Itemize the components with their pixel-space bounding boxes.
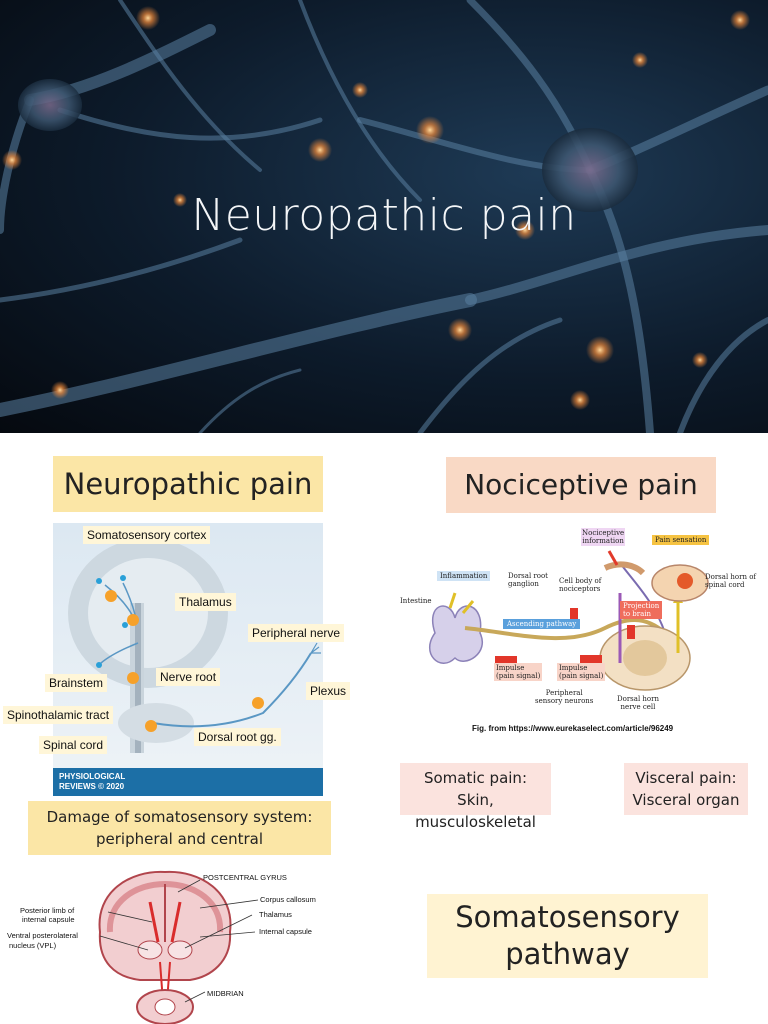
neuron-illustration xyxy=(0,0,768,433)
nociceptive-diagram: Nociceptive information Pain sensation I… xyxy=(395,523,760,723)
visceral-pain-box: Visceral pain: Visceral organ xyxy=(624,763,748,815)
label-inflammation: Inflammation xyxy=(437,571,491,581)
damage-box: Damage of somatosensory system: peripher… xyxy=(28,801,331,855)
brain-section-diagram: POSTCENTRAL GYRUS Corpus callosum Thalam… xyxy=(0,862,340,1024)
label-brain-thalamus: Thalamus xyxy=(259,910,292,919)
label-cell-body: Cell body of nociceptors xyxy=(559,577,602,593)
neuropathic-diagram: Somatosensory cortex Thalamus Peripheral… xyxy=(3,523,351,796)
label-brainstem: Brainstem xyxy=(45,674,108,692)
label-posterior-limb-1: Posterior limb of xyxy=(20,906,75,915)
label-internal-capsule: Internal capsule xyxy=(259,927,312,936)
label-dorsal-horn-cell: Dorsal horn nerve cell xyxy=(617,695,659,711)
nervous-system-illustration xyxy=(68,538,321,753)
visceral-line-2: Visceral organ xyxy=(632,791,740,809)
journal-banner: PHYSIOLOGICAL REVIEWS © 2020 xyxy=(53,768,323,796)
label-impulse-b: Impulse (pain signal) xyxy=(557,663,606,681)
label-projection: Projection to brain xyxy=(620,601,663,619)
hero-banner: Neuropathic pain xyxy=(0,0,768,433)
label-midbrain: MIDBRIAN xyxy=(207,989,244,998)
somatic-line-2: Skin, musculoskeletal xyxy=(415,791,536,831)
label-vpl-1: Ventral posterolateral xyxy=(7,931,78,940)
damage-line-1: Damage of somatosensory system: xyxy=(46,808,313,826)
brain-coronal-illustration xyxy=(98,870,259,1024)
label-spinal-cord: Spinal cord xyxy=(39,736,108,754)
neuropathic-heading: Neuropathic pain xyxy=(53,456,323,512)
hero-title: Neuropathic pain xyxy=(191,190,577,241)
pathway-line-1: Somatosensory xyxy=(455,900,680,934)
label-nociceptive-info: Nociceptive information xyxy=(581,528,626,546)
damage-line-2: peripheral and central xyxy=(95,830,263,848)
label-dorsal-horn-spinal: Dorsal horn of spinal cord xyxy=(705,573,757,589)
label-corpus-callosum: Corpus callosum xyxy=(260,895,316,904)
label-nerve-root: Nerve root xyxy=(156,668,221,686)
label-somatosensory-cortex: Somatosensory cortex xyxy=(83,526,211,544)
somatosensory-pathway-box: Somatosensory pathway xyxy=(427,894,708,978)
somatic-line-1: Somatic pain: xyxy=(423,769,527,787)
journal-year: REVIEWS © 2020 xyxy=(59,782,125,791)
nociceptive-heading: Nociceptive pain xyxy=(446,457,716,513)
label-dorsal-root: Dorsal root gg. xyxy=(194,728,281,746)
label-spinothalamic-tract: Spinothalamic tract xyxy=(3,706,114,724)
label-peripheral-nerve: Peripheral nerve xyxy=(248,624,345,642)
journal-name: PHYSIOLOGICAL xyxy=(59,772,126,781)
somatic-pain-box: Somatic pain: Skin, musculoskeletal xyxy=(400,763,551,831)
label-plexus: Plexus xyxy=(306,682,351,700)
label-posterior-limb-2: internal capsule xyxy=(22,915,75,924)
label-dorsal-root-ganglion: Dorsal root ganglion xyxy=(508,572,548,588)
visceral-line-1: Visceral pain: xyxy=(635,769,737,787)
label-pain-sensation: Pain sensation xyxy=(652,535,710,545)
figure-credit: Fig. from https://www.eurekaselect.com/a… xyxy=(472,724,674,733)
label-vpl-2: nucleus (VPL) xyxy=(9,941,57,950)
pathway-line-2: pathway xyxy=(505,937,630,971)
label-postcentral-gyrus: POSTCENTRAL GYRUS xyxy=(203,873,287,882)
label-peripheral-sensory: Peripheral sensory neurons xyxy=(535,689,594,705)
label-ascending-pathway: Ascending pathway xyxy=(503,619,581,629)
label-intestine: Intestine xyxy=(400,597,432,605)
pain-pathway-illustration xyxy=(428,550,709,691)
label-impulse-a: Impulse (pain signal) xyxy=(494,663,543,681)
label-thalamus: Thalamus xyxy=(175,593,236,611)
